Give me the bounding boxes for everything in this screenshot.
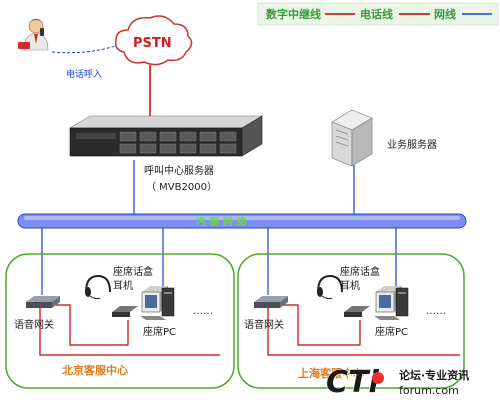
legend-box bbox=[257, 2, 499, 26]
pstn-cloud-icon bbox=[114, 15, 193, 66]
bj-voice-gateway-icon bbox=[26, 296, 60, 308]
watermark-brand: CTi bbox=[326, 365, 379, 400]
legend-trunk-label: 数字中继线 bbox=[266, 7, 321, 21]
sh-phone-line-2 bbox=[283, 304, 361, 346]
bj-pc-label: 座席PC bbox=[143, 325, 176, 338]
lan-label: 内 部 网 络 bbox=[196, 215, 246, 228]
callcenter-server-icon bbox=[68, 115, 264, 157]
beijing-center-region bbox=[5, 253, 235, 389]
bj-agent-pc-icon bbox=[140, 286, 175, 320]
bj-headset-icon bbox=[85, 274, 111, 300]
bj-headset-label-1: 座席话盒 bbox=[113, 265, 153, 278]
business-server-icon bbox=[331, 109, 373, 167]
callcenter-server-model: （ MVB2000） bbox=[146, 181, 217, 193]
pstn-label: PSTN bbox=[133, 36, 172, 51]
bj-center-label: 北京客服中心 bbox=[62, 363, 128, 377]
sh-center-label: 上海客服中心 bbox=[298, 366, 364, 380]
caller-person-icon bbox=[18, 18, 49, 51]
bj-ellipsis: …… bbox=[193, 306, 213, 317]
lan-pipe bbox=[17, 213, 467, 229]
sh-phone-line-1 bbox=[267, 308, 460, 356]
callcenter-server-label: 呼叫中心服务器 bbox=[144, 164, 214, 177]
shanghai-center-region bbox=[237, 253, 465, 389]
bj-phone-line-1 bbox=[39, 308, 220, 356]
sh-headset-label-2: 耳机 bbox=[340, 279, 360, 292]
cti-forum-watermark: CTi 论坛·专业资讯 forum.com bbox=[325, 364, 469, 400]
sh-pc-label: 座席PC bbox=[375, 325, 408, 338]
incoming-call-label: 电话呼入 bbox=[66, 68, 102, 80]
business-server-label: 业务服务器 bbox=[387, 138, 437, 151]
sh-phone-box-icon bbox=[344, 306, 370, 317]
legend: 数字中继线 电话线 网线 bbox=[257, 2, 499, 26]
sh-headset-label-1: 座席话盒 bbox=[340, 265, 380, 278]
legend-net-label: 网线 bbox=[434, 7, 456, 21]
legend-phone-label: 电话线 bbox=[360, 7, 393, 21]
watermark-line1: 论坛·专业资讯 bbox=[399, 368, 469, 382]
watermark-line2: forum.com bbox=[399, 384, 459, 397]
sh-ellipsis: …… bbox=[426, 306, 446, 317]
bj-phone-box-icon bbox=[112, 306, 138, 317]
sh-headset-icon bbox=[317, 274, 343, 300]
bj-gateway-label: 语音网关 bbox=[14, 318, 54, 331]
bj-phone-line-2 bbox=[55, 304, 129, 346]
sh-voice-gateway-icon bbox=[254, 296, 288, 308]
sh-agent-pc-icon bbox=[374, 286, 409, 320]
incoming-call-link bbox=[51, 44, 119, 54]
bj-headset-label-2: 耳机 bbox=[113, 279, 133, 292]
sh-gateway-label: 语音网关 bbox=[244, 318, 284, 331]
connections bbox=[39, 44, 460, 356]
